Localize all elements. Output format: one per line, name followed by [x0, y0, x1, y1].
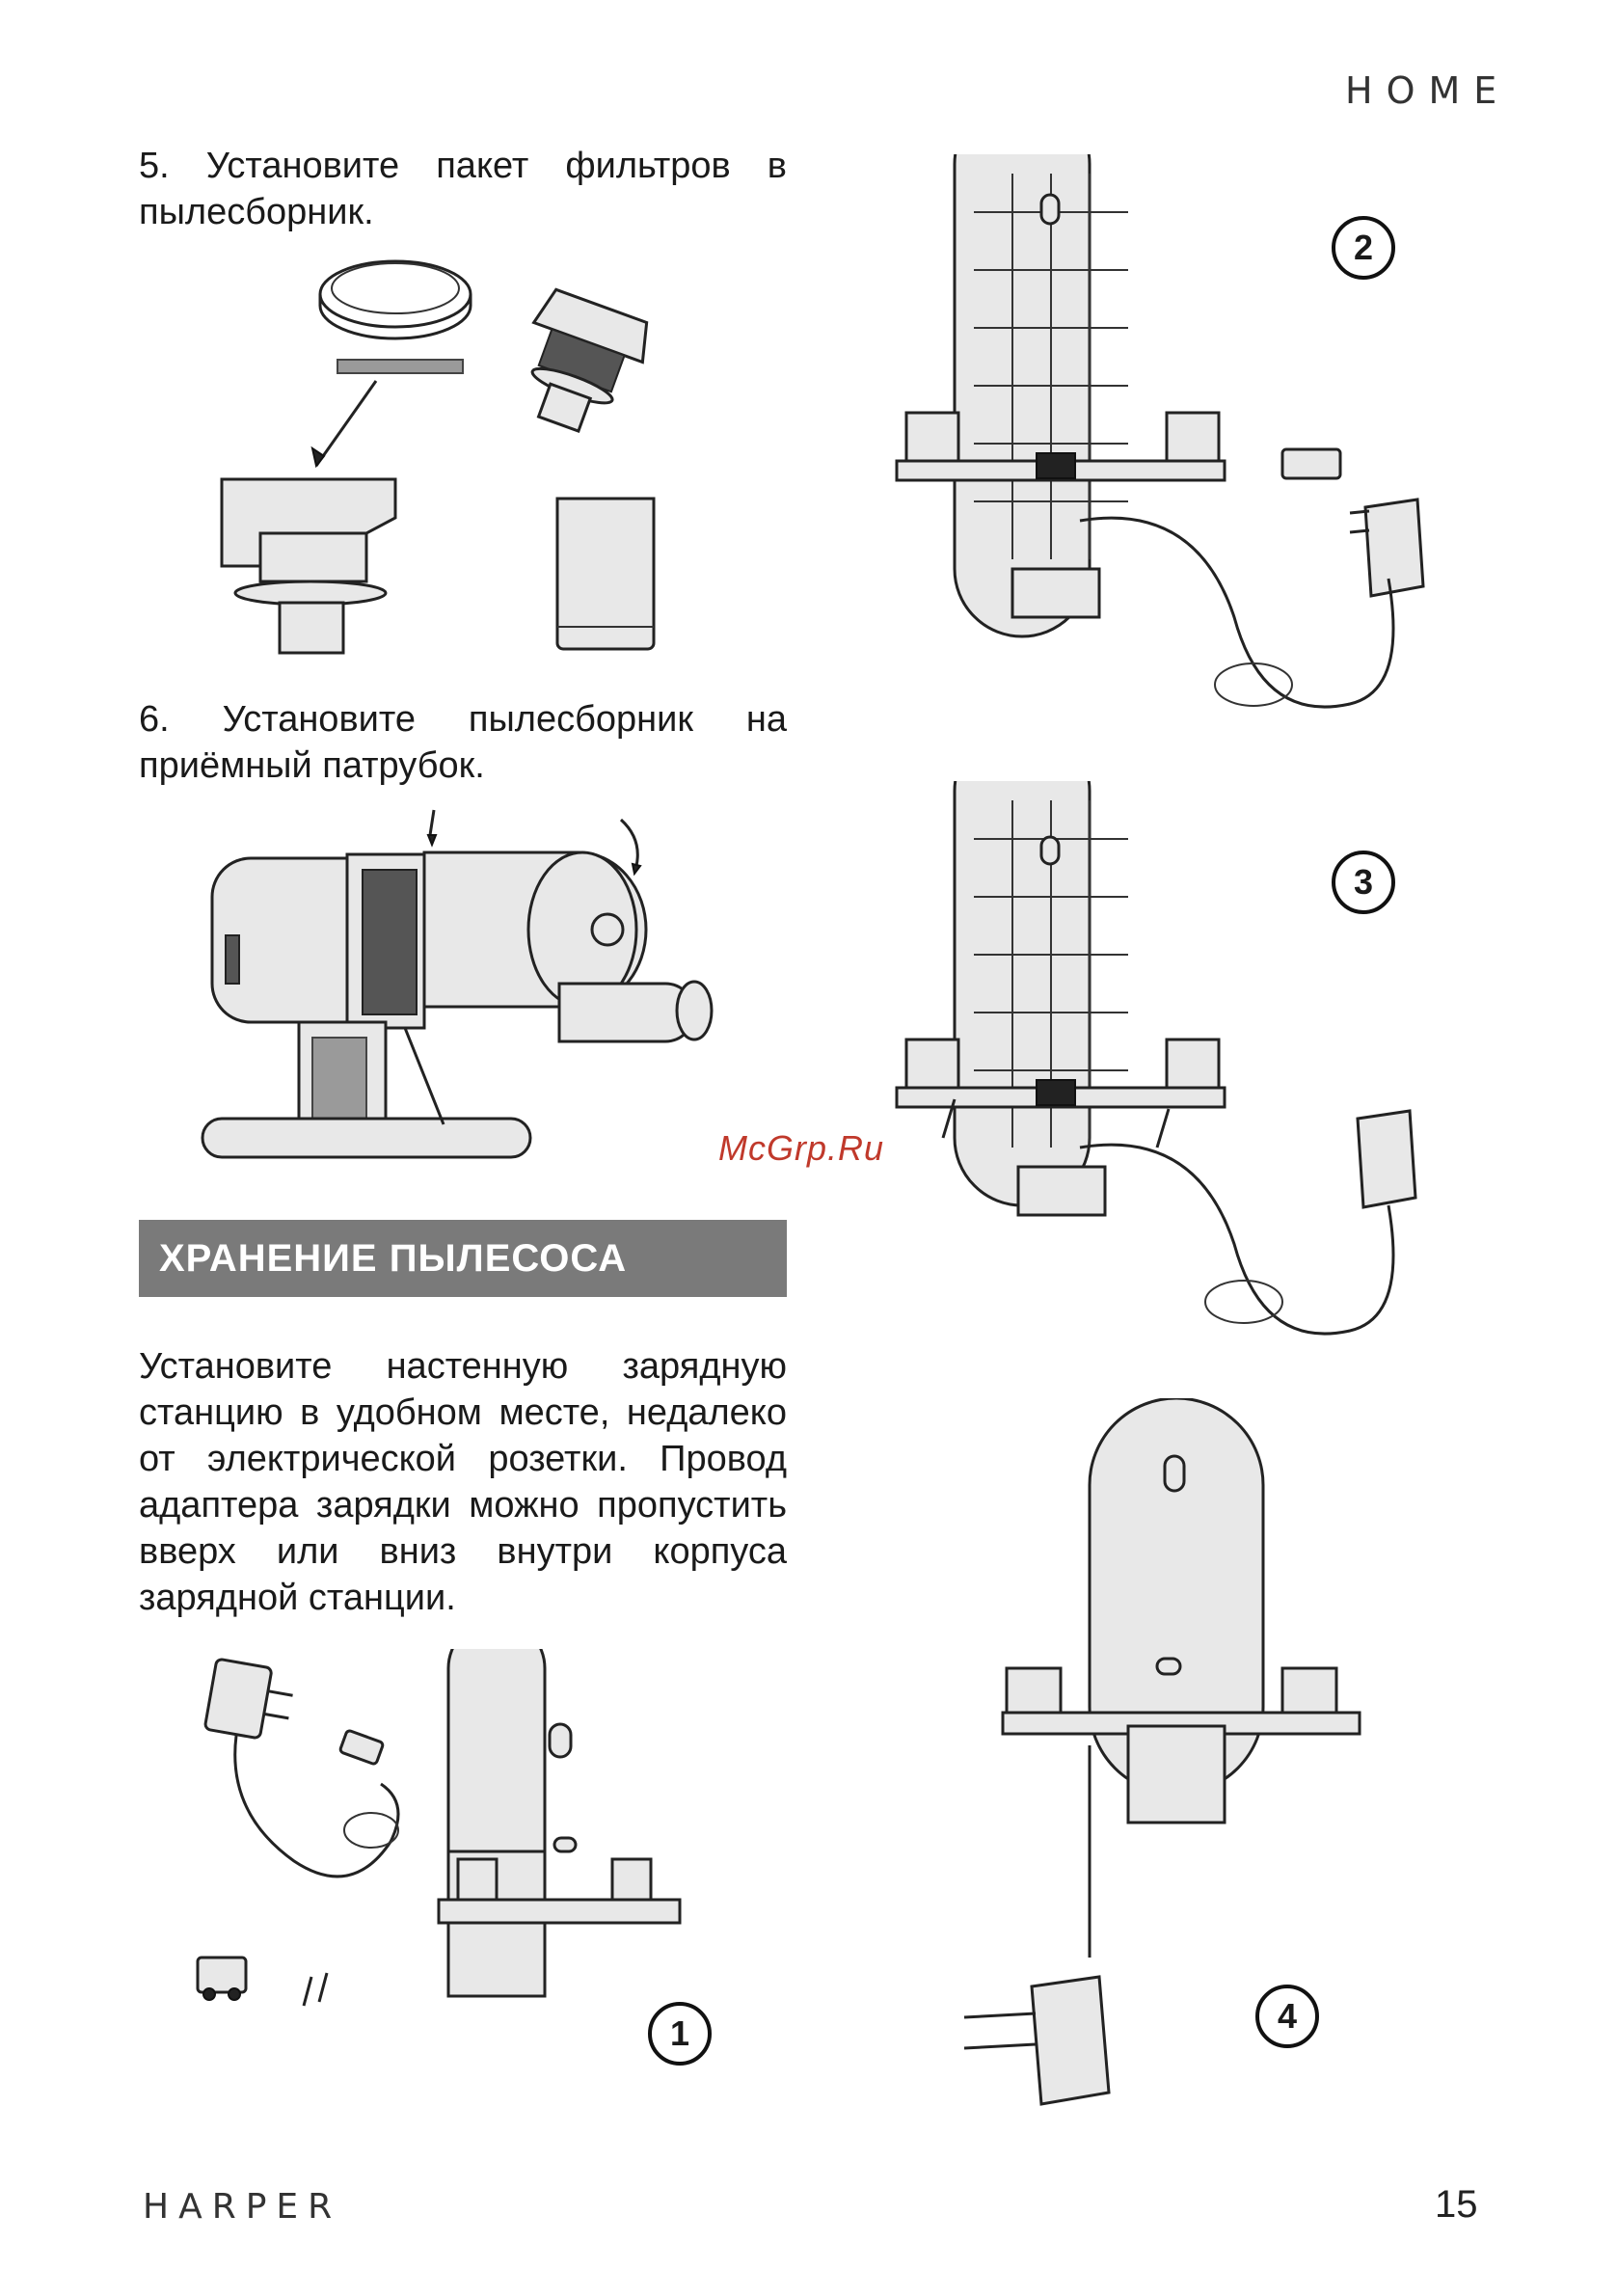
header-brand-logo: HOME	[1345, 69, 1511, 112]
station-mounting-illustration-2	[895, 154, 1425, 709]
step6-text: 6. Установите пылесборник на приёмный па…	[139, 699, 787, 786]
footer-brand-logo: HARPER	[143, 2187, 342, 2227]
step-label-3: 3	[1332, 851, 1395, 914]
storage-instructions-text: Установите настенную зарядную станцию в …	[139, 1346, 787, 1618]
step-label-1: 1	[648, 2002, 712, 2066]
station-assembled-illustration-4	[963, 1398, 1361, 2106]
page-number: 15	[1435, 2183, 1478, 2226]
filter-pack-illustration	[220, 259, 656, 655]
step5-text: 5. Установите пакет фильтров в пылесборн…	[139, 146, 787, 232]
step-label-2: 2	[1332, 216, 1395, 280]
watermark-text: McGrp.Ru	[718, 1128, 885, 1168]
vacuum-body-illustration	[201, 809, 714, 1159]
step-label-4: 4	[1255, 1985, 1319, 2048]
station-parts-illustration	[196, 1649, 682, 2007]
section-title: ХРАНЕНИЕ ПЫЛЕСОСА	[159, 1237, 628, 1280]
section-header-bar	[139, 1220, 787, 1297]
station-mounting-illustration-3	[895, 781, 1417, 1336]
